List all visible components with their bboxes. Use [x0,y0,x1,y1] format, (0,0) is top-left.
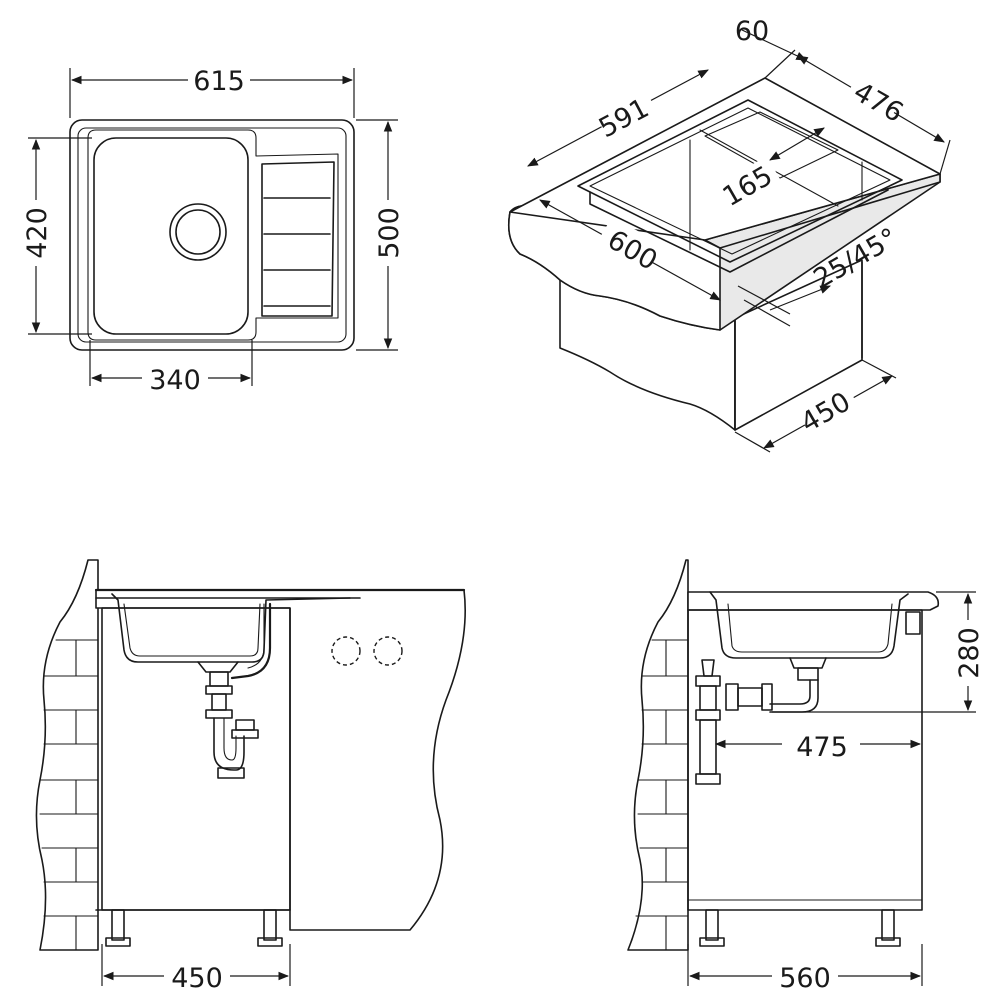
drainer-ribs [261,161,335,317]
front-view: 450 [35,559,466,994]
dim-side-cabinet-depth: 560 [779,963,831,994]
bowl [93,137,249,335]
drain-inner-icon [175,209,221,255]
front-cabinet [101,607,291,911]
tap-hole-right-icon [373,636,403,666]
brick-lines [39,639,99,951]
overflow-hose [230,602,272,680]
top-view: 615 500 420 340 [20,64,405,396]
side-brick-wall [627,559,689,951]
front-foot-left [111,909,125,941]
dim-side-height: 280 [954,627,985,679]
front-counter-side [95,589,466,931]
side-sink-bowl [709,591,909,659]
dim-bowl-width: 340 [149,365,201,396]
dim-bowl-depth: 420 [22,207,53,259]
bowl-outer [87,129,339,341]
dim-overall-width: 615 [193,66,245,97]
iso-view: 60 476 591 165 600 25/45° 450 [507,16,951,453]
side-foot-right [881,909,895,941]
tap-hole-left-icon [331,636,361,666]
side-brick-lines [635,639,689,951]
sink-rim [77,127,347,343]
side-drain-icon [695,657,827,785]
drain-trap-icon [197,661,259,779]
side-cabinet [687,609,923,911]
dim-flange: 60 [735,16,769,47]
side-view: 280 475 560 [627,559,985,994]
dim-overall-depth: 500 [374,207,405,259]
dim-front-cabinet-width: 450 [171,963,223,994]
side-counter [687,591,940,611]
dim-drain-distance: 475 [796,732,848,763]
drain-outer-icon [169,203,227,261]
side-foot-left [705,909,719,941]
cabinet-front [559,259,736,431]
brick-wall [35,559,99,951]
front-foot-right [263,909,277,941]
sink-outline [69,119,355,351]
